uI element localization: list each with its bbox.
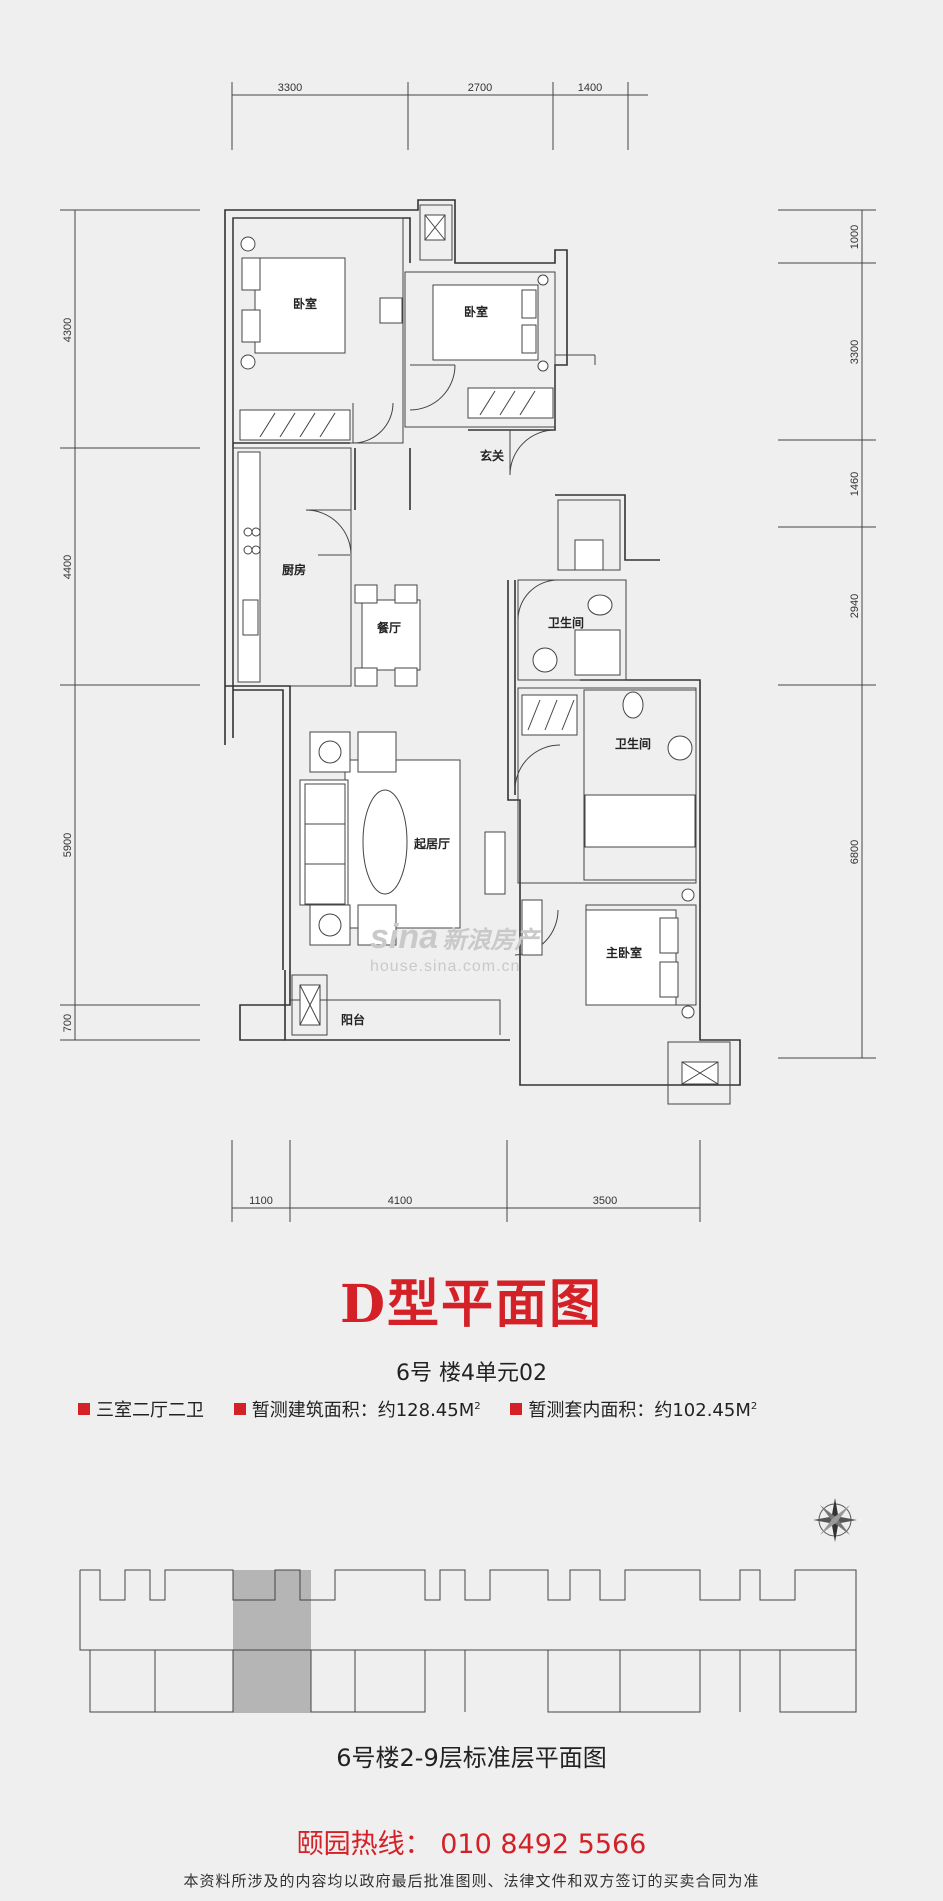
dim-top-1: 3300 xyxy=(278,82,302,94)
dim-right-2: 3300 xyxy=(849,340,861,364)
spec-inner-area-label: 暂测套内面积： xyxy=(528,1400,655,1421)
dim-right-1: 1000 xyxy=(849,225,861,249)
compass-icon xyxy=(813,1498,857,1542)
watermark-brand: sina xyxy=(370,918,439,956)
dim-bottom-2: 4100 xyxy=(388,1195,412,1207)
hotline: 颐园热线： 010 8492 5566 xyxy=(296,1829,647,1860)
room-bedroom-n: 卧室 xyxy=(464,304,488,319)
room-kitchen: 厨房 xyxy=(282,562,306,577)
dim-right-3: 1460 xyxy=(849,472,861,496)
dim-left-1: 4300 xyxy=(62,318,74,342)
dim-top-3: 1400 xyxy=(578,82,602,94)
spec-inner-area-value: 约102.45M xyxy=(654,1400,751,1421)
furniture xyxy=(237,236,857,1542)
spec-inner-area: 暂测套内面积：约102.45M2 xyxy=(510,1400,757,1421)
plan-title: D型平面图 xyxy=(339,1274,604,1335)
spec-build-area-label: 暂测建筑面积： xyxy=(251,1400,378,1421)
watermark: sina 新浪房产 house.sina.com.cn xyxy=(370,918,539,975)
walls xyxy=(224,199,741,1105)
room-dining: 餐厅 xyxy=(377,620,401,635)
spec-inner-area-sup: 2 xyxy=(750,1401,758,1412)
dim-left-4: 700 xyxy=(62,1014,74,1032)
spec-layout-text: 三室二厅二卫 xyxy=(96,1400,204,1421)
dim-right-4: 2940 xyxy=(849,594,861,618)
spec-build-area-sup: 2 xyxy=(474,1401,481,1412)
standard-floor-plan xyxy=(79,1569,857,1713)
dimension-labels: 3300 2700 1400 1100 4100 3500 4300 4400 … xyxy=(62,82,861,1207)
dimension-lines xyxy=(60,82,876,1222)
spec-layout: 三室二厅二卫 xyxy=(78,1400,204,1421)
room-living: 起居厅 xyxy=(413,836,450,851)
dim-bottom-3: 3500 xyxy=(593,1195,617,1207)
disclaimer: 本资料所涉及的内容均以政府最后批准图则、法律文件和双方签订的买卖合同为准 xyxy=(183,1872,760,1890)
room-bedroom-nw: 卧室 xyxy=(293,296,317,311)
unit-label: 6号 楼4单元02 xyxy=(396,1361,547,1386)
unit-specs: 三室二厅二卫 暂测建筑面积：约128.45M2 暂测套内面积：约102.45M2 xyxy=(78,1396,781,1422)
dim-left-3: 5900 xyxy=(62,833,74,857)
bullet-icon xyxy=(510,1403,523,1415)
dim-top-2: 2700 xyxy=(468,82,492,94)
dim-bottom-1: 1100 xyxy=(249,1195,273,1207)
dim-left-2: 4400 xyxy=(62,555,74,579)
dim-right-5: 6800 xyxy=(849,840,861,864)
bullet-icon xyxy=(78,1403,90,1415)
room-bath-upper: 卫生间 xyxy=(548,615,584,630)
room-master-bedroom: 主卧室 xyxy=(606,945,642,960)
spec-build-area-value: 约128.45M xyxy=(377,1400,475,1421)
room-bath-lower: 卫生间 xyxy=(615,736,651,751)
room-entrance: 玄关 xyxy=(480,448,504,463)
bullet-icon xyxy=(233,1403,246,1415)
spec-build-area: 暂测建筑面积：约128.45M2 xyxy=(233,1400,481,1421)
watermark-brand-cn: 新浪房产 xyxy=(442,926,539,954)
floor-plan-title: 6号楼2-9层标准层平面图 xyxy=(336,1744,607,1772)
room-balcony: 阳台 xyxy=(341,1012,365,1027)
room-labels: 卧室 卧室 玄关 厨房 餐厅 卫生间 卫生间 起居厅 主卧室 阳台 xyxy=(282,296,651,1027)
watermark-domain: house.sina.com.cn xyxy=(370,958,521,975)
